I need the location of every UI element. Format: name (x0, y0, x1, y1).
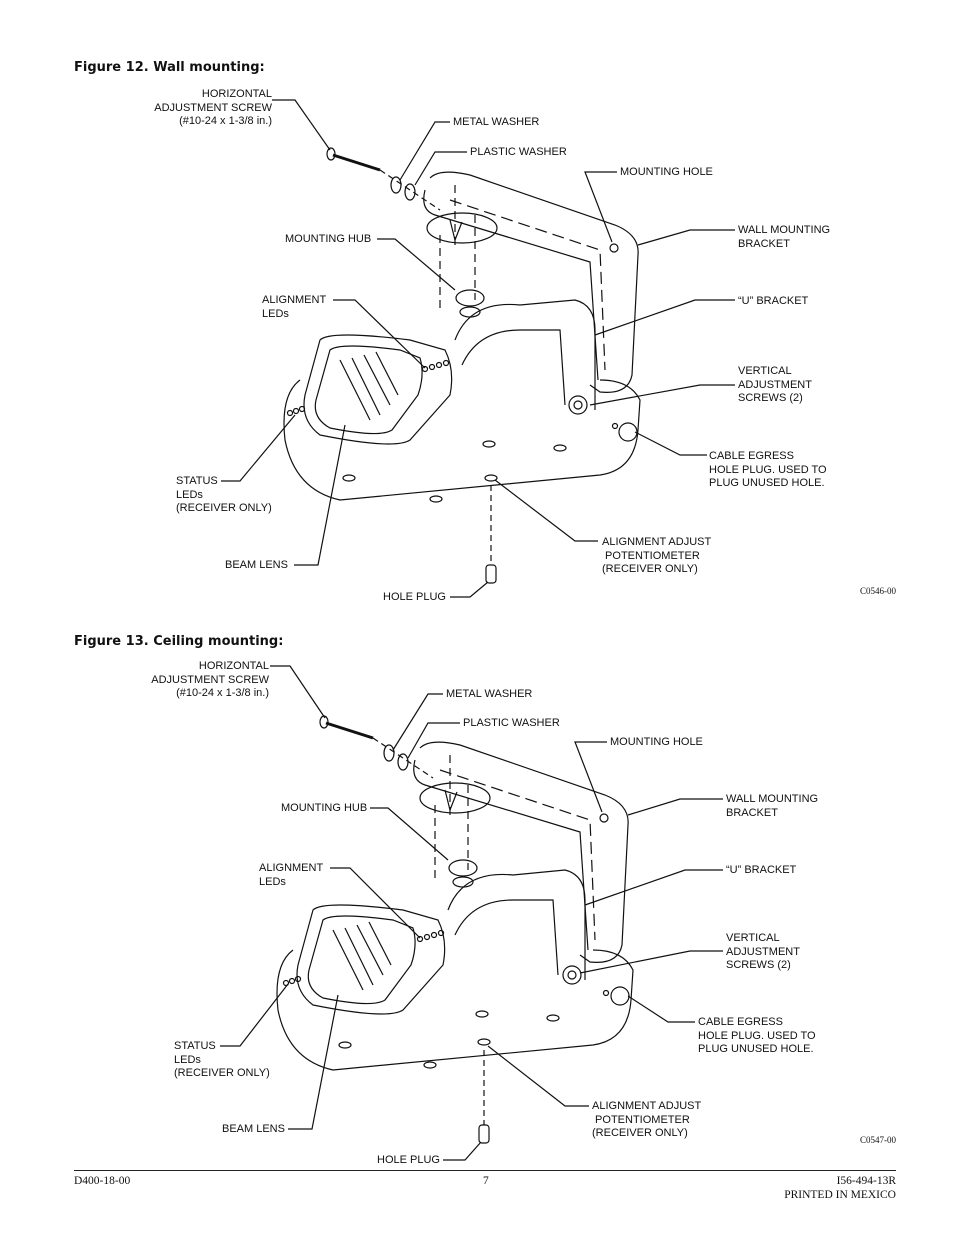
footer-doc-number: I56-494-13R (836, 1175, 896, 1187)
figure-12-drawing (221, 99, 735, 598)
label-u-bracket: “U” BRACKET (738, 295, 809, 307)
label-status-leds: STATUS LEDs (RECEIVER ONLY) (174, 1040, 270, 1079)
label-wall-mounting-bracket: WALL MOUNTING BRACKET (726, 793, 819, 819)
label-mounting-hub: MOUNTING HUB (281, 802, 368, 814)
figure-13-drawing (220, 665, 723, 1161)
label-mounting-hole: MOUNTING HOLE (610, 736, 703, 748)
label-alignment-leds: ALIGNMENT LEDs (262, 294, 327, 320)
figure-12-code: C0546-00 (860, 586, 896, 596)
label-horizontal-adjustment-screw: HORIZONTAL ADJUSTMENT SCREW (#10-24 x 1-… (154, 88, 272, 127)
footer-rule (74, 1170, 896, 1171)
label-mounting-hole: MOUNTING HOLE (620, 166, 713, 178)
label-metal-washer: METAL WASHER (453, 116, 540, 128)
label-metal-washer: METAL WASHER (446, 688, 533, 700)
label-wall-mounting-bracket: WALL MOUNTING BRACKET (738, 224, 831, 250)
label-alignment-potentiometer: ALIGNMENT ADJUST POTENTIOMETER (RECEIVER… (592, 1100, 702, 1139)
label-alignment-potentiometer: ALIGNMENT ADJUST POTENTIOMETER (RECEIVER… (602, 536, 712, 575)
label-plastic-washer: PLASTIC WASHER (470, 146, 567, 158)
label-hole-plug: HOLE PLUG (383, 591, 446, 603)
footer-page-number: 7 (483, 1175, 489, 1187)
figure-13-code: C0547-00 (860, 1135, 896, 1145)
figure-13-title: Figure 13. Ceiling mounting: (74, 634, 284, 649)
footer-document-code: D400-18-00 (74, 1175, 131, 1187)
label-beam-lens: BEAM LENS (222, 1123, 285, 1135)
label-cable-egress: CABLE EGRESS HOLE PLUG. USED TO PLUG UNU… (698, 1016, 816, 1055)
label-horizontal-adjustment-screw: HORIZONTAL ADJUSTMENT SCREW (#10-24 x 1-… (151, 660, 269, 699)
label-alignment-leds: ALIGNMENT LEDs (259, 862, 324, 888)
label-beam-lens: BEAM LENS (225, 559, 288, 571)
label-plastic-washer: PLASTIC WASHER (463, 717, 560, 729)
label-hole-plug: HOLE PLUG (377, 1154, 440, 1166)
label-u-bracket: “U” BRACKET (726, 864, 797, 876)
footer-printed: PRINTED IN MEXICO (784, 1189, 896, 1201)
label-vertical-adjustment-screws: VERTICAL ADJUSTMENT SCREWS (2) (738, 365, 812, 404)
label-vertical-adjustment-screws: VERTICAL ADJUSTMENT SCREWS (2) (726, 932, 800, 971)
label-mounting-hub: MOUNTING HUB (285, 233, 372, 245)
figure-12-title: Figure 12. Wall mounting: (74, 60, 265, 75)
label-status-leds: STATUS LEDs (RECEIVER ONLY) (176, 475, 272, 514)
label-cable-egress: CABLE EGRESS HOLE PLUG. USED TO PLUG UNU… (709, 450, 827, 489)
